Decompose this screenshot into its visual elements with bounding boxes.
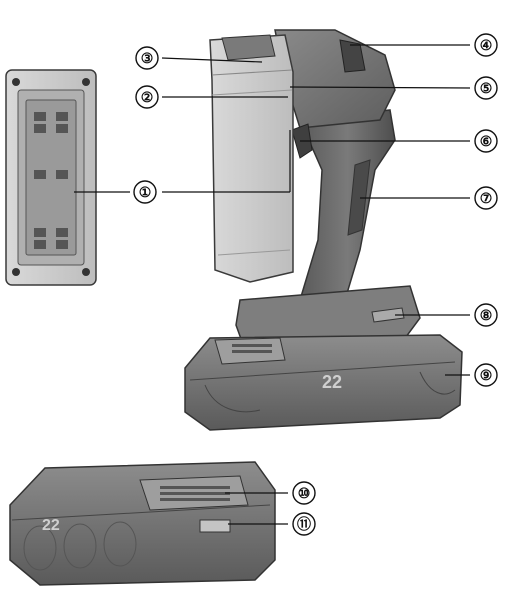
callout-7: ⑦: [474, 186, 498, 210]
battery-voltage-marking: 22: [322, 372, 342, 392]
callout-label: ⑪: [297, 516, 311, 532]
callout-8: ⑧: [474, 303, 498, 327]
callout-label: ②: [141, 89, 154, 105]
callout-5: ⑤: [474, 76, 498, 100]
tool-assembly: 22: [184, 29, 463, 431]
callout-11: ⑪: [292, 512, 316, 536]
callout-label: ⑦: [480, 190, 493, 206]
spare-battery: 22: [9, 461, 276, 586]
callout-2: ②: [135, 85, 159, 109]
handle-grip: [298, 109, 396, 301]
callout-6: ⑥: [474, 129, 498, 153]
callout-3: ③: [135, 46, 159, 70]
callout-9: ⑨: [474, 363, 498, 387]
callout-label: ⑨: [480, 367, 493, 383]
callout-label: ⑩: [298, 485, 311, 501]
callout-4: ④: [474, 33, 498, 57]
callout-10: ⑩: [292, 481, 316, 505]
leader-lines: [74, 44, 471, 525]
back-plate: [5, 69, 97, 286]
contact-pads: [34, 112, 68, 249]
callout-label: ⑥: [480, 133, 493, 149]
screw-heads: [12, 78, 90, 276]
callout-label: ⑤: [480, 80, 493, 96]
callout-label: ⑧: [480, 307, 493, 323]
callout-1: ①: [133, 180, 157, 204]
spare-battery-voltage-marking: 22: [42, 517, 60, 534]
callout-label: ①: [139, 184, 152, 200]
callout-label: ④: [480, 37, 493, 53]
release-button: [199, 519, 231, 533]
callout-label: ③: [141, 50, 154, 66]
